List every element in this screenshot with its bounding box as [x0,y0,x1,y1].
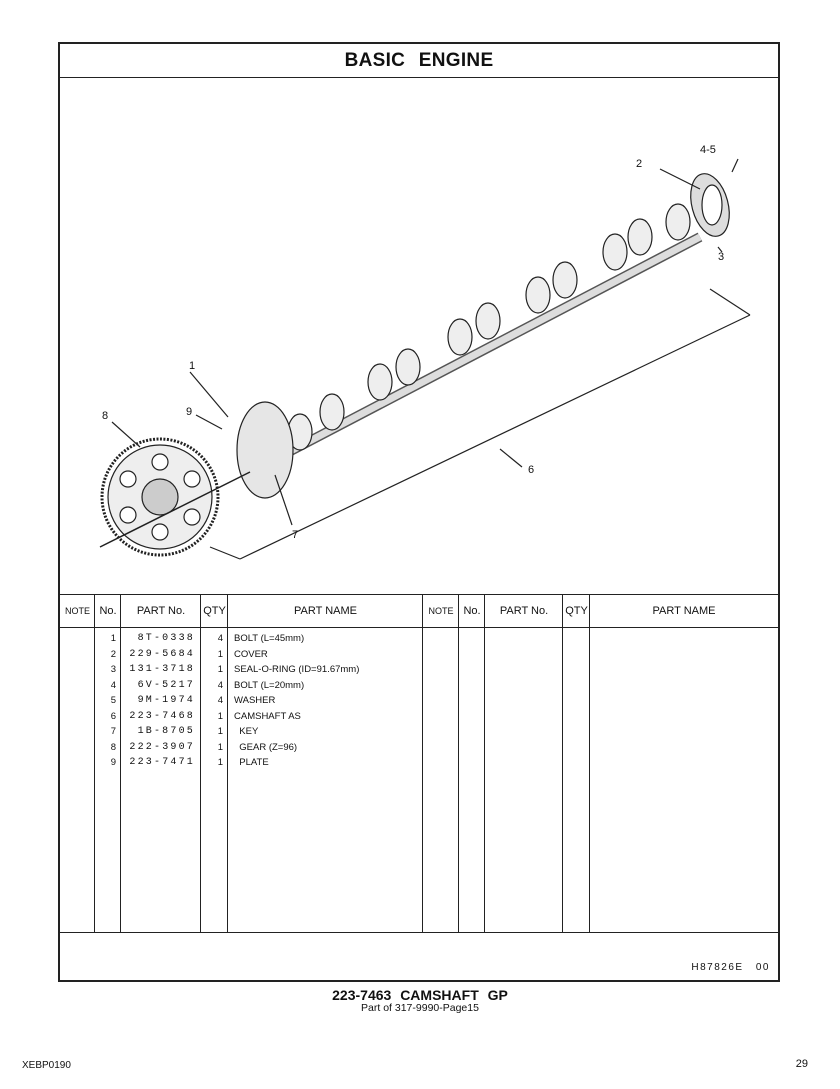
row-number: 9 [110,757,116,768]
quantity: 4 [217,679,223,691]
header-qty: QTY [203,605,226,617]
row-number: 4 [110,679,116,691]
quantity: 4 [217,695,223,706]
quantity: 1 [217,648,223,660]
page-number: 29 [795,1058,808,1070]
callout-1: 1 [189,360,195,372]
part-number: 223-7468 [129,710,195,722]
part-number: 229-5684 [129,648,195,660]
header-qty-2: QTY [565,605,588,617]
part-name: KEY [234,726,259,737]
part-number: 1B-8705 [137,726,195,737]
row-number: 6 [110,710,116,722]
part-name: WASHER [234,695,276,706]
quantity: 1 [217,664,223,675]
part-number: 131-3718 [129,664,195,675]
quantity: 1 [217,757,223,768]
header-no: No. [99,605,117,617]
row-number: 2 [110,648,116,660]
part-name: BOLT (L=20mm) [234,679,305,691]
part-number: 6V-5217 [137,679,195,691]
header-note-2: NOTE [428,606,454,616]
callout-6: 6 [528,464,534,476]
parts-table: NOTE No. PART No. QTY PART NAME NOTE No.… [60,594,778,933]
part-name: BOLT (L=45mm) [234,633,305,644]
row-number: 1 [110,633,116,644]
part-number: 9M-1974 [137,695,195,706]
document-id: XEBP0190 [22,1060,71,1071]
part-number: 8T-0338 [137,633,195,644]
callout-2: 2 [636,158,642,170]
parts-frame: BASIC ENGINE [58,42,780,982]
part-of-reference: Part of 317-9990-Page15 [361,1002,479,1014]
callout-9: 9 [186,406,192,418]
row-number: 3 [110,664,116,675]
callout-8: 8 [102,410,108,422]
header-part-no-2: PART No. [499,605,549,617]
callout-4-5: 4-5 [700,144,716,156]
header-part-name-2: PART NAME [652,605,716,617]
header-note: NOTE [64,606,90,616]
header-part-no: PART No. [136,605,186,617]
part-name: PLATE [234,757,269,768]
table-footer: H87826E 00 [60,932,778,981]
illustration-code: H87826E 00 [691,962,770,973]
callout-7: 7 [292,529,298,541]
part-number: 222-3907 [129,741,195,753]
part-number: 223-7471 [129,757,195,768]
quantity: 1 [217,726,223,737]
part-name: GEAR (Z=96) [234,741,298,753]
section-title: BASIC ENGINE [60,44,778,78]
row-number: 5 [110,695,116,706]
quantity: 1 [217,710,223,722]
part-name: COVER [234,648,268,660]
exploded-view-diagram: 1 2 3 4-5 6 7 8 9 [99,144,751,560]
table-header: NOTE No. PART No. QTY PART NAME NOTE No.… [60,595,778,628]
row-number: 8 [110,741,116,753]
part-name: CAMSHAFT AS [234,710,301,722]
quantity: 4 [217,633,223,644]
header-no-2: No. [463,605,481,617]
callout-3: 3 [718,251,724,263]
header-part-name: PART NAME [294,605,357,617]
row-number: 7 [110,726,116,737]
part-name: SEAL-O-RING (ID=91.67mm) [234,664,360,675]
group-title: 223-7463 CAMSHAFT GP [332,987,508,1003]
quantity: 1 [217,741,223,753]
camshaft-illustration: 1 2 3 4-5 6 7 8 9 [60,77,778,594]
